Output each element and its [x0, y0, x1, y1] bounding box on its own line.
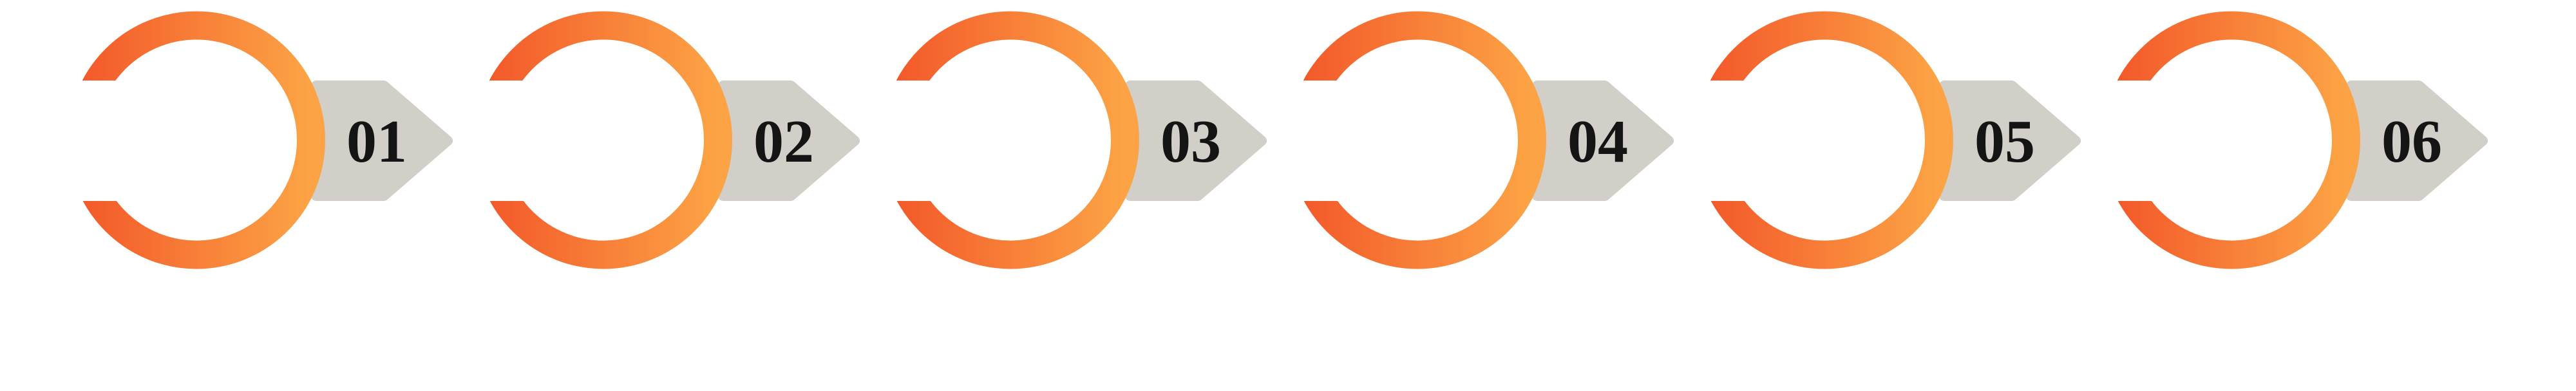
ring-gap [2096, 81, 2153, 201]
step-item-3: 03 [875, 11, 1267, 269]
step-number: 05 [1975, 108, 2035, 175]
step-number: 02 [753, 108, 814, 175]
step-item-4: 04 [1282, 11, 1674, 269]
step-item-2: 02 [468, 11, 860, 269]
ring-gap [1689, 81, 1746, 201]
ring-gap [468, 81, 525, 201]
ring-gap [875, 81, 932, 201]
step-number: 01 [346, 108, 407, 175]
step-number: 06 [2382, 108, 2442, 175]
ring-gap [1282, 81, 1339, 201]
step-item-1: 01 [61, 11, 453, 269]
step-number: 04 [1567, 108, 1628, 175]
step-item-5: 05 [1689, 11, 2081, 269]
ring-gap [61, 81, 118, 201]
step-item-6: 06 [2096, 11, 2488, 269]
step-number: 03 [1160, 108, 1221, 175]
